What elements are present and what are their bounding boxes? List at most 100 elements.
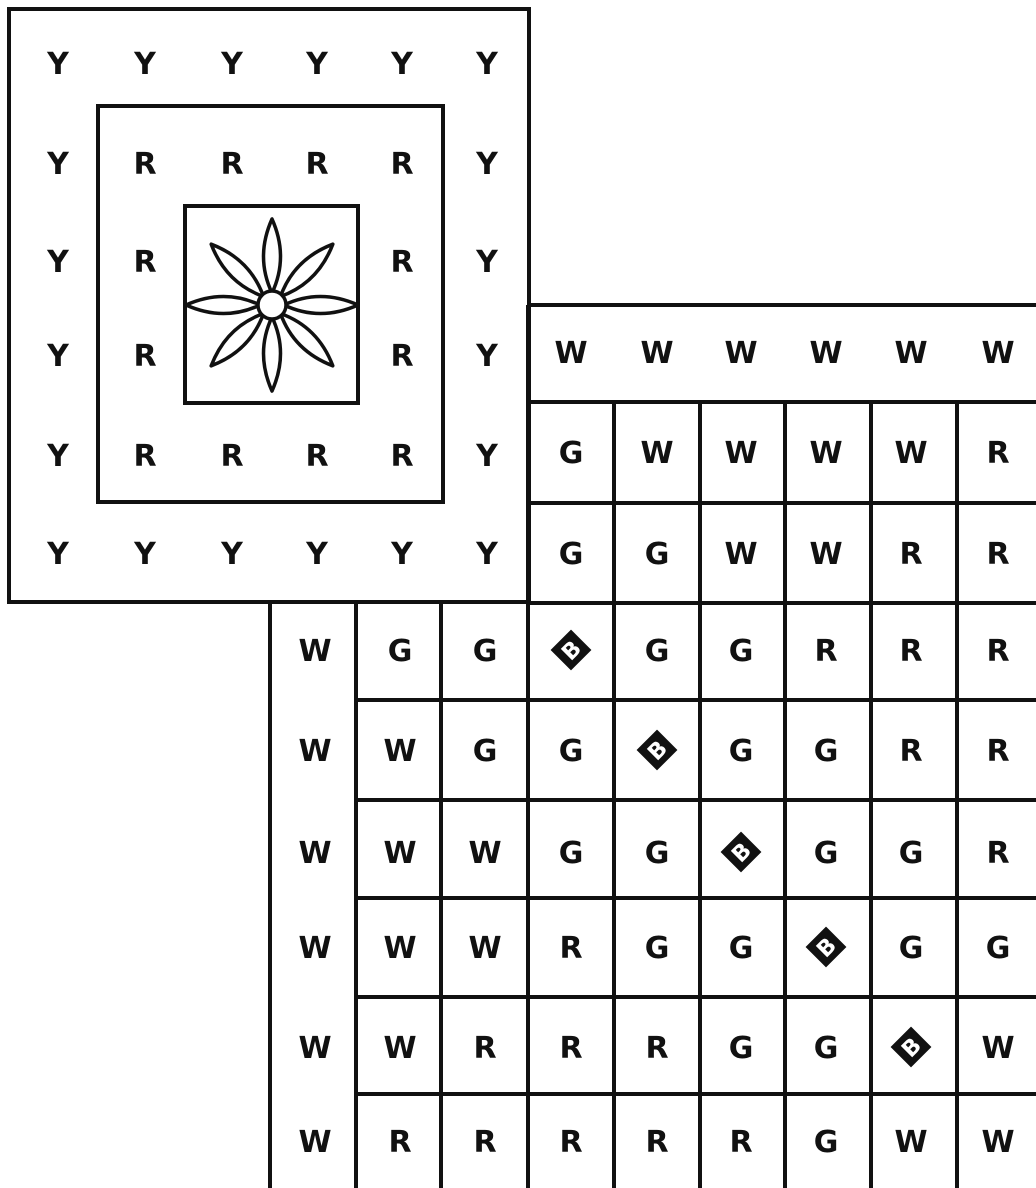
- cell-letter: R: [986, 436, 1009, 471]
- outer-ring-letter: Y: [46, 439, 70, 474]
- cell-letter: R: [986, 836, 1009, 871]
- petal: [264, 317, 281, 391]
- cell-letter: W: [383, 931, 416, 966]
- diamond-cell: B: [807, 928, 845, 966]
- cell-letter: R: [899, 634, 922, 669]
- cell-letter: W: [724, 537, 757, 572]
- top-row-letter: W: [724, 336, 757, 371]
- petal: [186, 297, 260, 314]
- top-row-letter: W: [809, 336, 842, 371]
- outer-ring-letter: Y: [390, 47, 414, 82]
- cell-letter: W: [894, 436, 927, 471]
- outer-ring-letter: Y: [475, 537, 499, 572]
- cell-letter: W: [468, 931, 501, 966]
- top-row-letter: W: [640, 336, 673, 371]
- cell-letter: R: [559, 1031, 582, 1066]
- outer-ring-letter: Y: [475, 339, 499, 374]
- cell-letter: R: [986, 734, 1009, 769]
- outer-ring-letter: Y: [46, 245, 70, 280]
- cell-letter: G: [899, 931, 924, 966]
- cell-letter: G: [814, 734, 839, 769]
- cell-letter: W: [640, 436, 673, 471]
- outer-ring-letter: Y: [220, 47, 244, 82]
- cell-letter: W: [809, 436, 842, 471]
- cell-letter: R: [729, 1125, 752, 1160]
- outer-ring-letter: Y: [133, 537, 157, 572]
- outer-ring-letter: Y: [46, 47, 70, 82]
- outer-ring-letter: Y: [475, 245, 499, 280]
- outer-ring-letter: Y: [475, 47, 499, 82]
- cell-letter: W: [383, 836, 416, 871]
- flower-center: [258, 291, 286, 319]
- cell-letter: R: [559, 931, 582, 966]
- cell-letter: G: [729, 1031, 754, 1066]
- inner-ring-letter: R: [133, 147, 156, 182]
- top-row-letter: W: [894, 336, 927, 371]
- cell-letter: G: [986, 931, 1011, 966]
- cell-letter: R: [645, 1031, 668, 1066]
- cell-letter: G: [729, 734, 754, 769]
- cell-letter: G: [473, 734, 498, 769]
- cell-letter: W: [298, 734, 331, 769]
- cell-letter: W: [724, 436, 757, 471]
- petal: [284, 297, 358, 314]
- cell-letter: R: [899, 537, 922, 572]
- cell-letter: G: [388, 634, 413, 669]
- diamond-cell: B: [722, 833, 760, 871]
- cell-letter: G: [729, 634, 754, 669]
- inner-ring-letter: R: [390, 147, 413, 182]
- inner-ring-letter: R: [390, 245, 413, 280]
- cell-letter: R: [473, 1031, 496, 1066]
- top-row-letter: W: [981, 336, 1014, 371]
- cell-letter: W: [383, 1031, 416, 1066]
- cell-letter: G: [899, 836, 924, 871]
- cell-letter: W: [298, 634, 331, 669]
- cell-letter: R: [559, 1125, 582, 1160]
- cell-letter: G: [814, 836, 839, 871]
- cell-letter: W: [383, 734, 416, 769]
- cell-letter: W: [981, 1031, 1014, 1066]
- cell-letter: R: [645, 1125, 668, 1160]
- cell-letter: R: [388, 1125, 411, 1160]
- cell-letter: W: [298, 1125, 331, 1160]
- petal: [264, 219, 281, 293]
- cell-letter: G: [473, 634, 498, 669]
- cell-letter: R: [814, 634, 837, 669]
- inner-ring-letter: R: [133, 339, 156, 374]
- cell-letter: G: [645, 836, 670, 871]
- cell-letter: G: [559, 734, 584, 769]
- outer-ring-letter: Y: [46, 537, 70, 572]
- outer-ring-letter: Y: [305, 537, 329, 572]
- cell-letter: R: [473, 1125, 496, 1160]
- inner-ring-letter: R: [305, 439, 328, 474]
- inner-ring-letter: R: [133, 439, 156, 474]
- outer-ring-letter: Y: [390, 537, 414, 572]
- outer-ring-letter: Y: [46, 339, 70, 374]
- cell-letter: W: [809, 537, 842, 572]
- cell-letter: R: [986, 537, 1009, 572]
- flower-icon: [186, 219, 358, 391]
- cell-letter: W: [298, 931, 331, 966]
- inner-ring-letter: R: [305, 147, 328, 182]
- grid-row: WRRRRRGWW: [298, 1125, 1014, 1160]
- outer-ring-letter: Y: [475, 147, 499, 182]
- cell-letter: W: [894, 1125, 927, 1160]
- cell-letter: G: [729, 931, 754, 966]
- inner-ring-letter: R: [220, 147, 243, 182]
- inner-ring-letter: R: [220, 439, 243, 474]
- cell-letter: W: [981, 1125, 1014, 1160]
- cell-letter: R: [986, 634, 1009, 669]
- cell-letter: W: [468, 836, 501, 871]
- cell-letter: G: [814, 1031, 839, 1066]
- cell-letter: W: [298, 836, 331, 871]
- outer-ring-letter: Y: [475, 439, 499, 474]
- inner-ring-letter: R: [133, 245, 156, 280]
- diamond-cell: B: [892, 1028, 930, 1066]
- cell-letter: G: [814, 1125, 839, 1160]
